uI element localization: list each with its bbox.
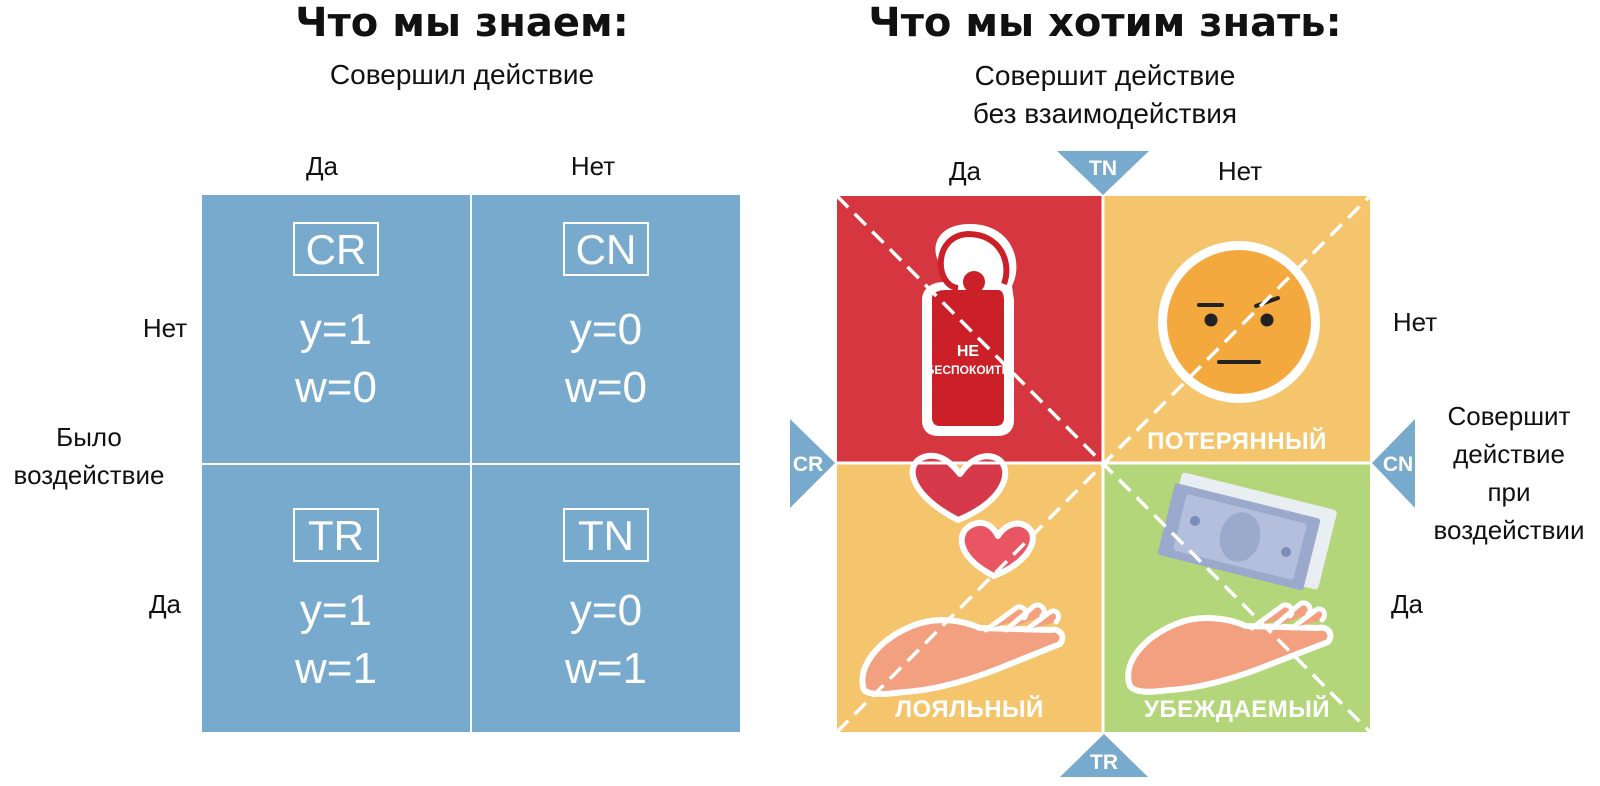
- marker-label: CR: [793, 453, 823, 476]
- right-row-axis-label-line2: действие: [1453, 439, 1565, 469]
- marker-label: TN: [1089, 157, 1117, 180]
- door-hanger-text-line2: БЕСПОКОИТЬ: [926, 363, 1011, 377]
- cell-code: CR: [293, 222, 379, 276]
- left-col-label-no: Нет: [570, 151, 616, 181]
- marker-left-cr: CR: [790, 419, 835, 508]
- cell-y-value: y=0: [569, 586, 643, 635]
- door-hanger-text-line1: НЕ: [957, 343, 980, 360]
- cell-y-value: y=1: [299, 586, 373, 635]
- hand-icon: [859, 602, 1066, 697]
- diagonal-dashed-line: [835, 194, 1372, 734]
- marker-label: CN: [1383, 453, 1413, 476]
- cell-code: TR: [293, 508, 379, 562]
- left-row-label-yes: Да: [148, 589, 182, 619]
- left-title: Что мы знаем:: [295, 0, 629, 46]
- cell-tr: TR y=1 w=1: [202, 465, 470, 732]
- left-row-axis-label-line2: воздействие: [13, 460, 165, 490]
- right-subtitle-line2: без взаимодействия: [972, 98, 1238, 129]
- right-row-axis-label-line4: воздействии: [1433, 515, 1585, 545]
- neutral-face-icon: [1158, 241, 1320, 403]
- left-row-axis-label: Было воздействие: [0, 418, 178, 494]
- right-subtitle: Совершит действие без взаимодействия: [880, 57, 1330, 133]
- right-row-axis-label-line3: при: [1487, 477, 1531, 507]
- marker-top-tn: TN: [1057, 151, 1149, 195]
- left-row-axis-label-line1: Было: [56, 422, 122, 452]
- cell-cr: CR y=1 w=0: [202, 195, 470, 463]
- cell-w-value: w=0: [295, 363, 377, 412]
- cell-code: TN: [563, 508, 649, 562]
- cell-w-value: w=0: [565, 363, 647, 412]
- right-row-axis-label-line1: Совершит: [1447, 401, 1571, 431]
- left-subtitle: Совершил действие: [329, 59, 595, 90]
- quadrant-label-loyal: ЛОЯЛЬНЫЙ: [895, 696, 1044, 723]
- cell-y-value: y=0: [569, 305, 643, 354]
- marker-right-cn: CN: [1372, 419, 1415, 508]
- cell-cn: CN y=0 w=0: [472, 195, 740, 463]
- cell-w-value: w=1: [565, 644, 647, 693]
- right-subtitle-line1: Совершит действие: [974, 60, 1236, 91]
- money-icon: [1157, 472, 1337, 591]
- cell-tn: TN y=0 w=1: [472, 465, 740, 732]
- cell-y-value: y=1: [299, 305, 373, 354]
- hand-icon: [1125, 600, 1334, 695]
- right-title: Что мы хотим знать:: [868, 0, 1342, 46]
- left-col-label-yes: Да: [305, 151, 339, 181]
- marker-bottom-tr: TR: [1060, 734, 1148, 777]
- right-col-label-yes: Да: [948, 156, 982, 186]
- right-col-label-no: Нет: [1217, 156, 1263, 186]
- cell-code: CN: [563, 222, 649, 276]
- marker-label: TR: [1090, 751, 1118, 774]
- right-row-label-no: Нет: [1392, 307, 1438, 337]
- quadrant-label-persuadable: УБЕЖДАЕМЫЙ: [1143, 696, 1331, 723]
- right-row-label-yes: Да: [1390, 589, 1424, 619]
- left-row-label-no: Нет: [142, 313, 188, 343]
- quadrant-label-lost: ПОТЕРЯННЫЙ: [1147, 428, 1327, 455]
- hearts-icon: [909, 452, 1036, 579]
- right-row-axis-label: Совершит действие при воздействии: [1420, 397, 1598, 549]
- cell-w-value: w=1: [295, 644, 377, 693]
